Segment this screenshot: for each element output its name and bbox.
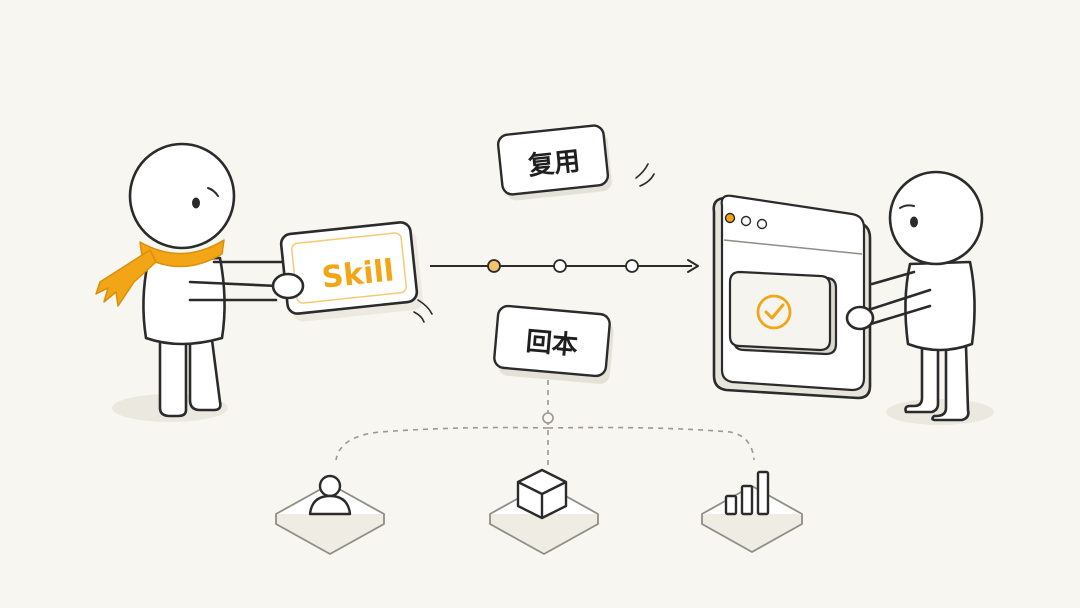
flow-node-3	[625, 259, 639, 273]
right-person-back-arm	[870, 270, 916, 286]
skill-card-label: Skill	[320, 253, 396, 295]
platform-cube	[489, 468, 599, 555]
connector-hub	[542, 412, 554, 424]
right-person-front-arm	[860, 288, 932, 328]
platform-chart	[701, 470, 803, 553]
left-person-body	[142, 256, 226, 346]
window-dot-2	[740, 215, 752, 227]
flow-node-1	[487, 259, 501, 273]
user-icon	[308, 474, 352, 516]
right-person-head	[888, 170, 984, 266]
skill-card: Skill	[271, 221, 433, 323]
window-dot-orange	[724, 212, 736, 224]
right-hand	[845, 305, 875, 331]
flow-arrow	[430, 259, 699, 273]
window-titlebar-divider	[723, 239, 863, 255]
flow-node-2	[553, 259, 567, 273]
right-person-body	[904, 260, 976, 352]
right-person	[845, 170, 994, 425]
left-person-head	[128, 142, 236, 250]
left-person-legs	[158, 339, 222, 418]
scarf	[95, 239, 225, 307]
window-dot-3	[756, 218, 768, 230]
dashed-connectors	[335, 380, 755, 470]
bar-chart-icon	[724, 470, 770, 516]
check-circle-icon	[756, 294, 792, 330]
right-person-eye	[910, 216, 918, 228]
card-motion-lines	[413, 299, 433, 323]
cube-icon	[516, 468, 568, 520]
tag-payback-label: 回本	[525, 327, 579, 361]
left-person-eye	[192, 197, 200, 209]
left-hand	[271, 272, 305, 300]
tag-payback: 回本	[493, 304, 614, 384]
tag-reuse-label: 复用	[527, 146, 582, 181]
tag-reuse: 复用	[496, 124, 655, 201]
right-person-legs	[904, 345, 970, 422]
app-window	[712, 194, 872, 400]
tag-reuse-motion-lines	[635, 163, 655, 187]
platform-user	[275, 474, 385, 555]
left-person	[95, 142, 304, 422]
